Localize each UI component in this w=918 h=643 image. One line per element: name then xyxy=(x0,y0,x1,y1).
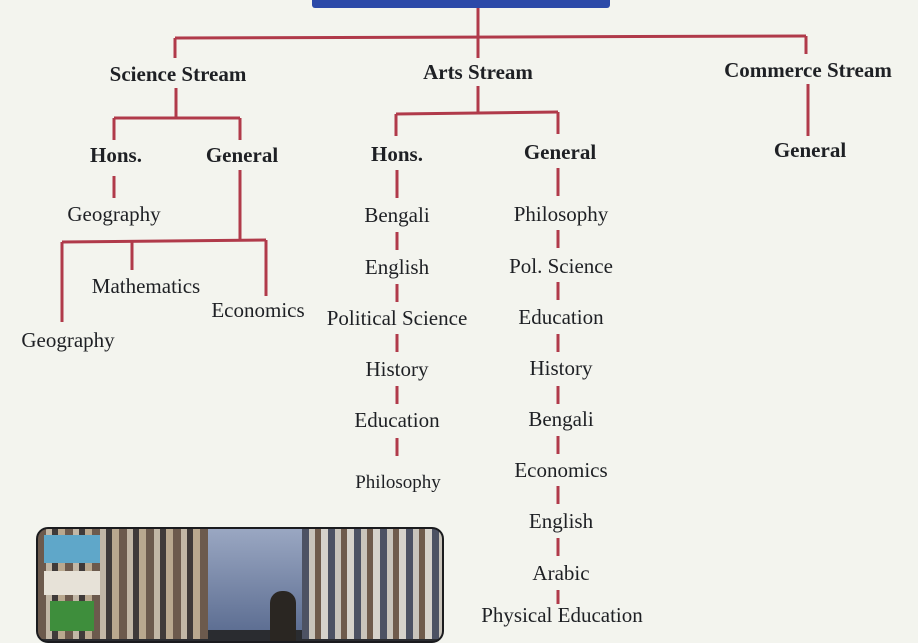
arts-general-subject: Bengali xyxy=(528,407,594,431)
science-general-subject: Economics xyxy=(211,298,305,322)
photo-bookshelf-right xyxy=(302,529,442,639)
arts-hons-subject: English xyxy=(364,255,430,279)
science-general-label: General xyxy=(205,143,279,167)
arts-general-subject: Pol. Science xyxy=(509,254,613,278)
arts-general-subject: Philosophy xyxy=(513,202,609,226)
commerce-general-label: General xyxy=(773,138,847,162)
arts-hons-label: Hons. xyxy=(371,142,423,166)
science-hons-subject: Geography xyxy=(67,202,161,226)
arts-stream-title: Arts Stream xyxy=(423,60,533,84)
arts-general-label: General xyxy=(523,140,597,164)
science-general-subject: Mathematics xyxy=(91,274,201,298)
arts-general-subject: Economics xyxy=(514,458,608,482)
arts-general-subject: Arabic xyxy=(532,561,590,585)
library-photo xyxy=(36,527,444,643)
arts-general-subject: History xyxy=(529,356,593,380)
commerce-stream-title: Commerce Stream xyxy=(724,58,892,82)
photo-poster xyxy=(44,571,100,595)
arts-hons-subject: Education xyxy=(354,408,440,432)
photo-poster xyxy=(44,535,100,563)
arts-hons-subject: Political Science xyxy=(326,306,468,330)
science-stream-title: Science Stream xyxy=(109,62,247,86)
science-hons-label: Hons. xyxy=(90,143,142,167)
arts-hons-subject: Bengali xyxy=(364,203,430,227)
root-node-box xyxy=(312,0,610,8)
science-general-subject: Geography xyxy=(21,328,115,352)
photo-person xyxy=(270,591,296,641)
arts-general-subject: Education xyxy=(518,305,604,329)
arts-general-subject: English xyxy=(528,509,594,533)
arts-hons-subject: History xyxy=(365,357,429,381)
photo-poster xyxy=(50,601,94,631)
arts-hons-subject: Philosophy xyxy=(355,472,441,493)
arts-general-subject: Physical Education xyxy=(481,603,643,627)
connector-lines xyxy=(60,8,810,604)
